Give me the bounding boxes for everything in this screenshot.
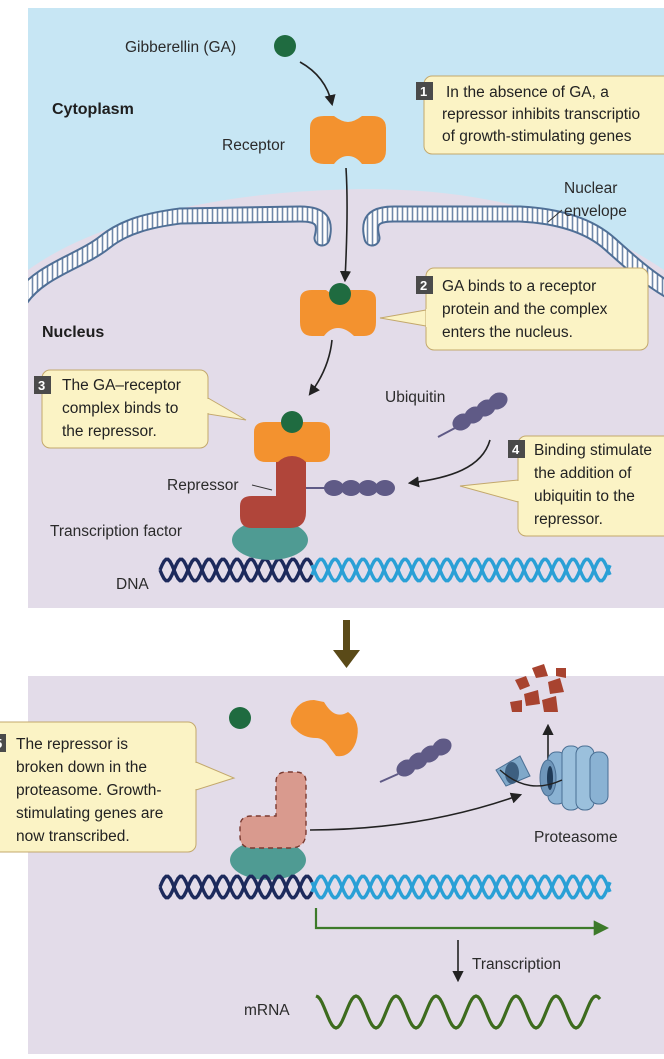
nuclear-envelope (28, 205, 664, 304)
dna-strand (310, 874, 612, 900)
cytoplasm-label: Cytoplasm (52, 101, 134, 118)
dna-strand (158, 557, 314, 583)
step-text-line: ubiquitin to the (534, 488, 635, 505)
receptor-protein (310, 116, 386, 164)
step-number-badge (416, 82, 433, 100)
repressor-protein (240, 452, 306, 528)
step-text-line: repressor inhibits transcriptio (442, 106, 640, 123)
transcription-label: Transcription (472, 956, 561, 973)
mrna-label: mRNA (244, 1002, 290, 1019)
step-text-line: stimulating genes are (16, 805, 163, 822)
callout-step-1: 1 In the absence of GA, a repressor inhi… (416, 75, 664, 155)
bound-gibberellin-on-repressor (281, 411, 303, 433)
mrna-strand (315, 994, 602, 1030)
step-number: 1 (420, 84, 427, 99)
transcription-direction-arrow (314, 908, 610, 936)
bound-ga-receptor-complex (254, 422, 330, 462)
complex-to-repressor-arrow (308, 339, 333, 396)
nuclear-envelope-label-1: Nuclear (564, 180, 617, 197)
step-number-badge (508, 440, 525, 458)
step-text-line: GA binds to a receptor (442, 278, 596, 295)
step-text-line: The repressor is (16, 736, 128, 753)
step-text-line: protein and the complex (442, 301, 608, 318)
repressor-to-proteasome-arrow (309, 792, 523, 831)
dna-strand (310, 557, 612, 583)
ubiquitination-arrow (407, 439, 491, 488)
step-text-line: enters the nucleus. (442, 324, 573, 341)
transition-arrow (333, 620, 360, 668)
repressor-label: Repressor (167, 477, 239, 494)
nuclear-envelope-pointer (547, 209, 563, 223)
repressor-pointer (251, 484, 273, 491)
step-text-line: In the absence of GA, a (446, 84, 609, 101)
callout-step-2: 2 GA binds to a receptor protein and the… (379, 267, 649, 351)
step-number-badge (0, 734, 6, 752)
dna-label: DNA (116, 576, 149, 593)
dna-strand (310, 874, 612, 900)
step-number-badge (416, 276, 433, 294)
step-number: 3 (38, 378, 45, 393)
receptor-label: Receptor (222, 137, 285, 154)
ga-to-receptor-arrow (299, 61, 336, 107)
attached-ubiquitin-chain (306, 480, 395, 496)
step-text-line: The GA–receptor (62, 377, 181, 394)
step-number: 2 (420, 278, 427, 293)
bound-gibberellin (329, 283, 351, 305)
step-number: 4 (512, 442, 520, 457)
callout-step-4: 4 Binding stimulate the addition of ubiq… (459, 435, 664, 537)
nucleus-label: Nucleus (42, 324, 104, 341)
dna-strand (158, 874, 314, 900)
dna-strand (310, 557, 612, 583)
callout-step-5: 5 The repressor is broken down in the pr… (0, 721, 236, 853)
proteasome (495, 745, 609, 811)
ubiquitin-chain (437, 392, 508, 438)
step-text-line: repressor. (534, 511, 603, 528)
dna-bottom (158, 874, 612, 900)
transcription-factor (232, 520, 308, 560)
ga-receptor-complex (300, 290, 376, 336)
degraded-repressor (239, 771, 307, 849)
repressor-fragments (510, 664, 566, 712)
step-text-line: complex binds to (62, 400, 178, 417)
callout-step-3: 3 The GA–receptor complex binds to the r… (34, 369, 247, 449)
step-text-line: broken down in the (16, 759, 147, 776)
step-text-line: of growth-stimulating genes (442, 128, 632, 145)
step-text-line: the addition of (534, 465, 632, 482)
transcription-factor-bottom (230, 840, 306, 880)
free-receptor (290, 700, 358, 757)
free-gibberellin (229, 707, 251, 729)
step-text-line: the repressor. (62, 423, 157, 440)
nuclear-envelope-label-2: envelope (564, 203, 627, 220)
transcription-factor-label: Transcription factor (50, 523, 182, 540)
step-number-badge (34, 376, 51, 394)
gibberellin-label: Gibberellin (GA) (125, 39, 236, 56)
gibberellin-molecule (274, 35, 296, 57)
step-text-line: proteasome. Growth- (16, 782, 162, 799)
dna-top (158, 557, 612, 583)
step-number: 5 (0, 736, 2, 751)
step-text-line: now transcribed. (16, 828, 130, 845)
proteasome-label: Proteasome (534, 829, 618, 846)
step-text-line: Binding stimulate (534, 442, 652, 459)
receptor-to-nucleus-arrow (339, 167, 352, 283)
ubiquitin-label: Ubiquitin (385, 389, 445, 406)
released-ubiquitin-chain (379, 738, 452, 783)
